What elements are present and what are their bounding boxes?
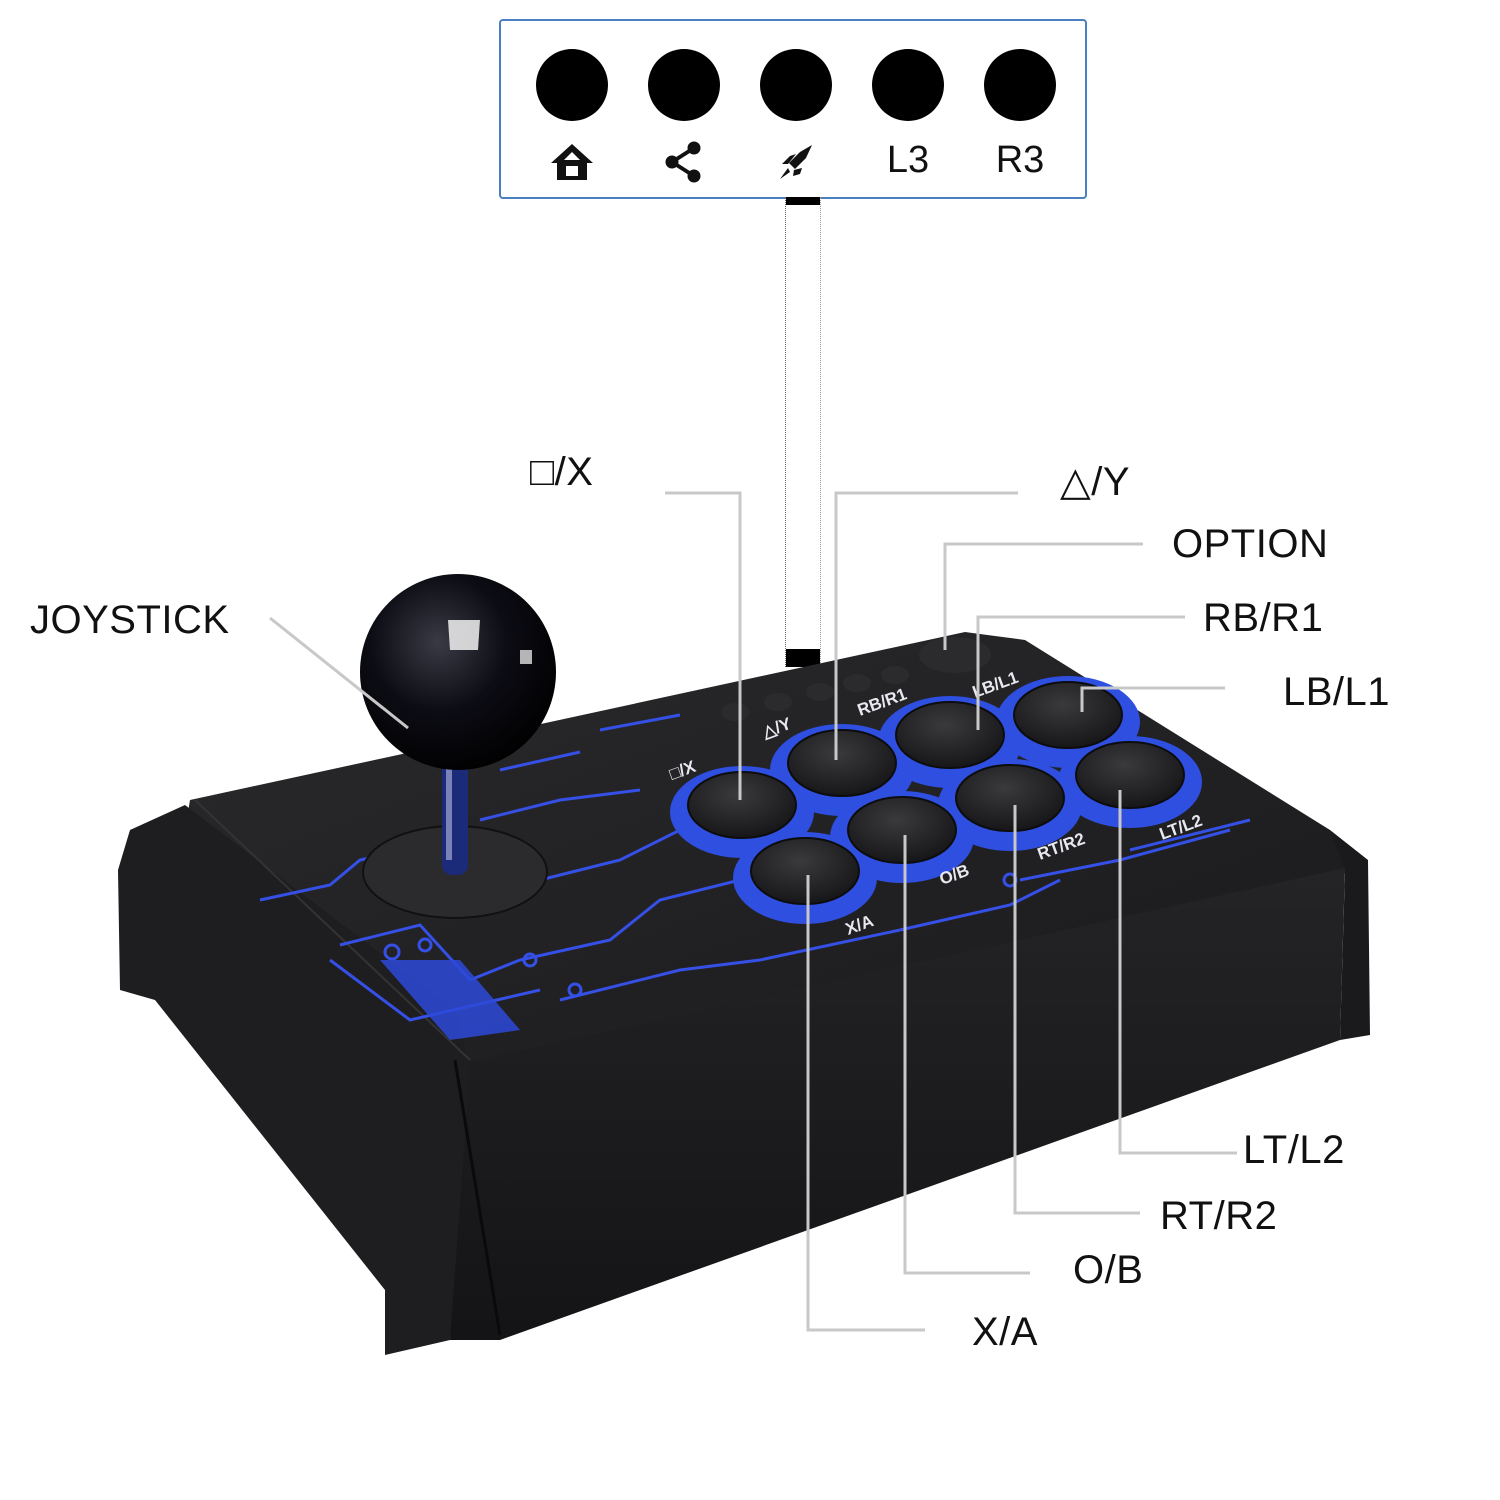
callout-joystick: JOYSTICK	[30, 598, 230, 642]
callout-rt-r2: RT/R2	[1160, 1194, 1278, 1238]
body-left-end-cap	[118, 805, 470, 1355]
l3-button[interactable]	[872, 49, 944, 121]
callout-lt-l2: LT/L2	[1243, 1128, 1345, 1172]
home-button[interactable]	[536, 49, 608, 121]
square-x-button	[687, 771, 797, 839]
function-buttons-panel: L3 R3	[499, 19, 1087, 199]
callout-option: OPTION	[1172, 522, 1329, 566]
callout-lb-l1: LB/L1	[1283, 670, 1391, 714]
x-a-button	[750, 837, 860, 905]
rt-r2-button	[955, 764, 1065, 832]
leader-lines	[269, 491, 1237, 1332]
o-b-button	[847, 796, 957, 864]
menu-buttons-row[interactable]	[721, 637, 991, 721]
lt-l2-button	[1075, 741, 1185, 809]
rb-r1-button	[895, 701, 1005, 769]
share-icon	[644, 137, 724, 183]
rocket-icon	[756, 137, 836, 183]
r3-label: R3	[995, 139, 1045, 181]
callout-square-x: □/X	[530, 450, 594, 494]
joystick[interactable]	[360, 574, 556, 919]
triangle-y-button	[787, 729, 897, 797]
panel-connector	[785, 197, 821, 667]
share-button[interactable]	[648, 49, 720, 121]
callout-o-b: O/B	[1073, 1248, 1144, 1292]
callout-triangle-y: △/Y	[1060, 460, 1131, 504]
home-icon	[532, 137, 612, 183]
r3-button[interactable]	[984, 49, 1056, 121]
l3-label: L3	[886, 139, 930, 181]
turbo-button[interactable]	[760, 49, 832, 121]
lb-l1-button	[1013, 681, 1123, 749]
option-button	[919, 637, 991, 673]
circuit-trace-pattern	[259, 713, 1251, 1022]
callout-x-a: X/A	[972, 1310, 1038, 1354]
callout-rb-r1: RB/R1	[1203, 596, 1324, 640]
